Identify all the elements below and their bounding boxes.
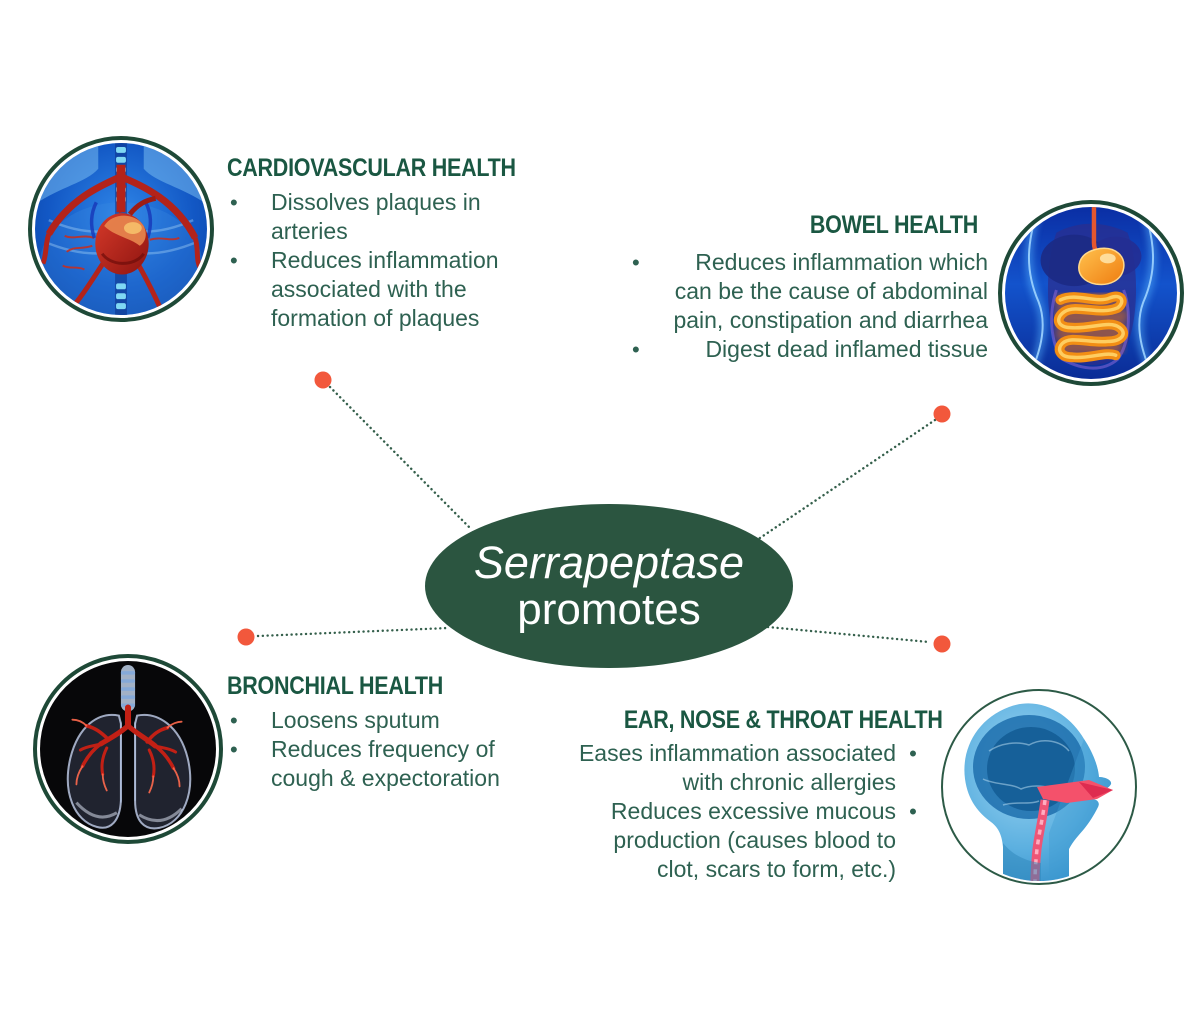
bullet-marker: •: [909, 741, 917, 766]
bullet-text: Reduces frequency of cough & expectorati…: [271, 736, 500, 791]
list-item: • Digest dead inflamed tissue: [622, 335, 988, 364]
bullet-text: Eases inflammation associated with chron…: [578, 740, 896, 795]
bullet-marker: •: [230, 737, 238, 762]
bullet-text: Loosens sputum: [271, 707, 440, 733]
bullet-marker: •: [632, 250, 640, 275]
ent-title: EAR, NOSE & THROAT HEALTH: [623, 706, 943, 734]
bullet-text: Reduces inflammation which can be the ca…: [673, 249, 988, 333]
list-item: • Reduces inflammation associated with t…: [227, 246, 563, 333]
bullet-marker: •: [230, 248, 238, 273]
connector-line-cardiovascular: [328, 385, 474, 532]
bowel-title: BOWEL HEALTH: [809, 211, 978, 239]
promotes-label: promotes: [517, 584, 701, 634]
connector-dot-ent: [933, 635, 951, 653]
list-item: Reduces excessive mucous production (cau…: [574, 797, 930, 884]
list-item: • Loosens sputum: [227, 706, 516, 735]
product-name: Serrapeptase: [473, 536, 745, 588]
bullet-text: Reduces inflammation associated with the…: [271, 247, 499, 331]
bullet-marker: •: [632, 337, 640, 362]
bronchial-photo-circle: [33, 654, 223, 844]
lungs-xray-image: [40, 661, 216, 837]
section-ent: EAR, NOSE & THROAT HEALTH Eases inflamma…: [574, 705, 943, 884]
section-bronchial: BRONCHIAL HEALTH • Loosens sputum • Redu…: [227, 671, 516, 793]
bullet-text: Reduces excessive mucous production (cau…: [610, 798, 896, 882]
center-ellipse: Serrapeptase promotes: [425, 504, 793, 668]
bullet-text: Dissolves plaques in arteries: [271, 189, 481, 244]
connector-dot-cardiovascular: [314, 371, 332, 389]
chest-heart-image: [35, 143, 207, 315]
cardiovascular-title: CARDIOVASCULAR HEALTH: [227, 154, 516, 182]
connector-line-bronchial: [256, 626, 450, 638]
list-item: Eases inflammation associated with chron…: [574, 739, 930, 797]
head-sinus-image: [945, 693, 1133, 881]
list-item: • Reduces frequency of cough & expectora…: [227, 735, 516, 793]
ent-photo-circle: [941, 689, 1137, 885]
section-bowel: BOWEL HEALTH • Reduces inflammation whic…: [622, 210, 988, 364]
bullet-marker: •: [230, 708, 238, 733]
connector-dot-bowel: [933, 405, 951, 423]
bullet-text: Digest dead inflamed tissue: [705, 336, 988, 362]
cardiovascular-photo-circle: [28, 136, 214, 322]
list-item: • Reduces inflammation which can be the …: [622, 248, 988, 335]
connector-line-bowel: [755, 418, 937, 542]
connector-dot-bronchial: [237, 628, 255, 646]
connector-line-ent: [766, 625, 931, 644]
bowel-photo-circle: [998, 200, 1184, 386]
abdomen-intestines-image: [1005, 207, 1177, 379]
bullet-marker: •: [909, 799, 917, 824]
bronchial-title: BRONCHIAL HEALTH: [227, 672, 444, 700]
bullet-marker: •: [230, 190, 238, 215]
list-item: • Dissolves plaques in arteries: [227, 188, 563, 246]
section-cardiovascular: CARDIOVASCULAR HEALTH • Dissolves plaque…: [227, 153, 563, 333]
